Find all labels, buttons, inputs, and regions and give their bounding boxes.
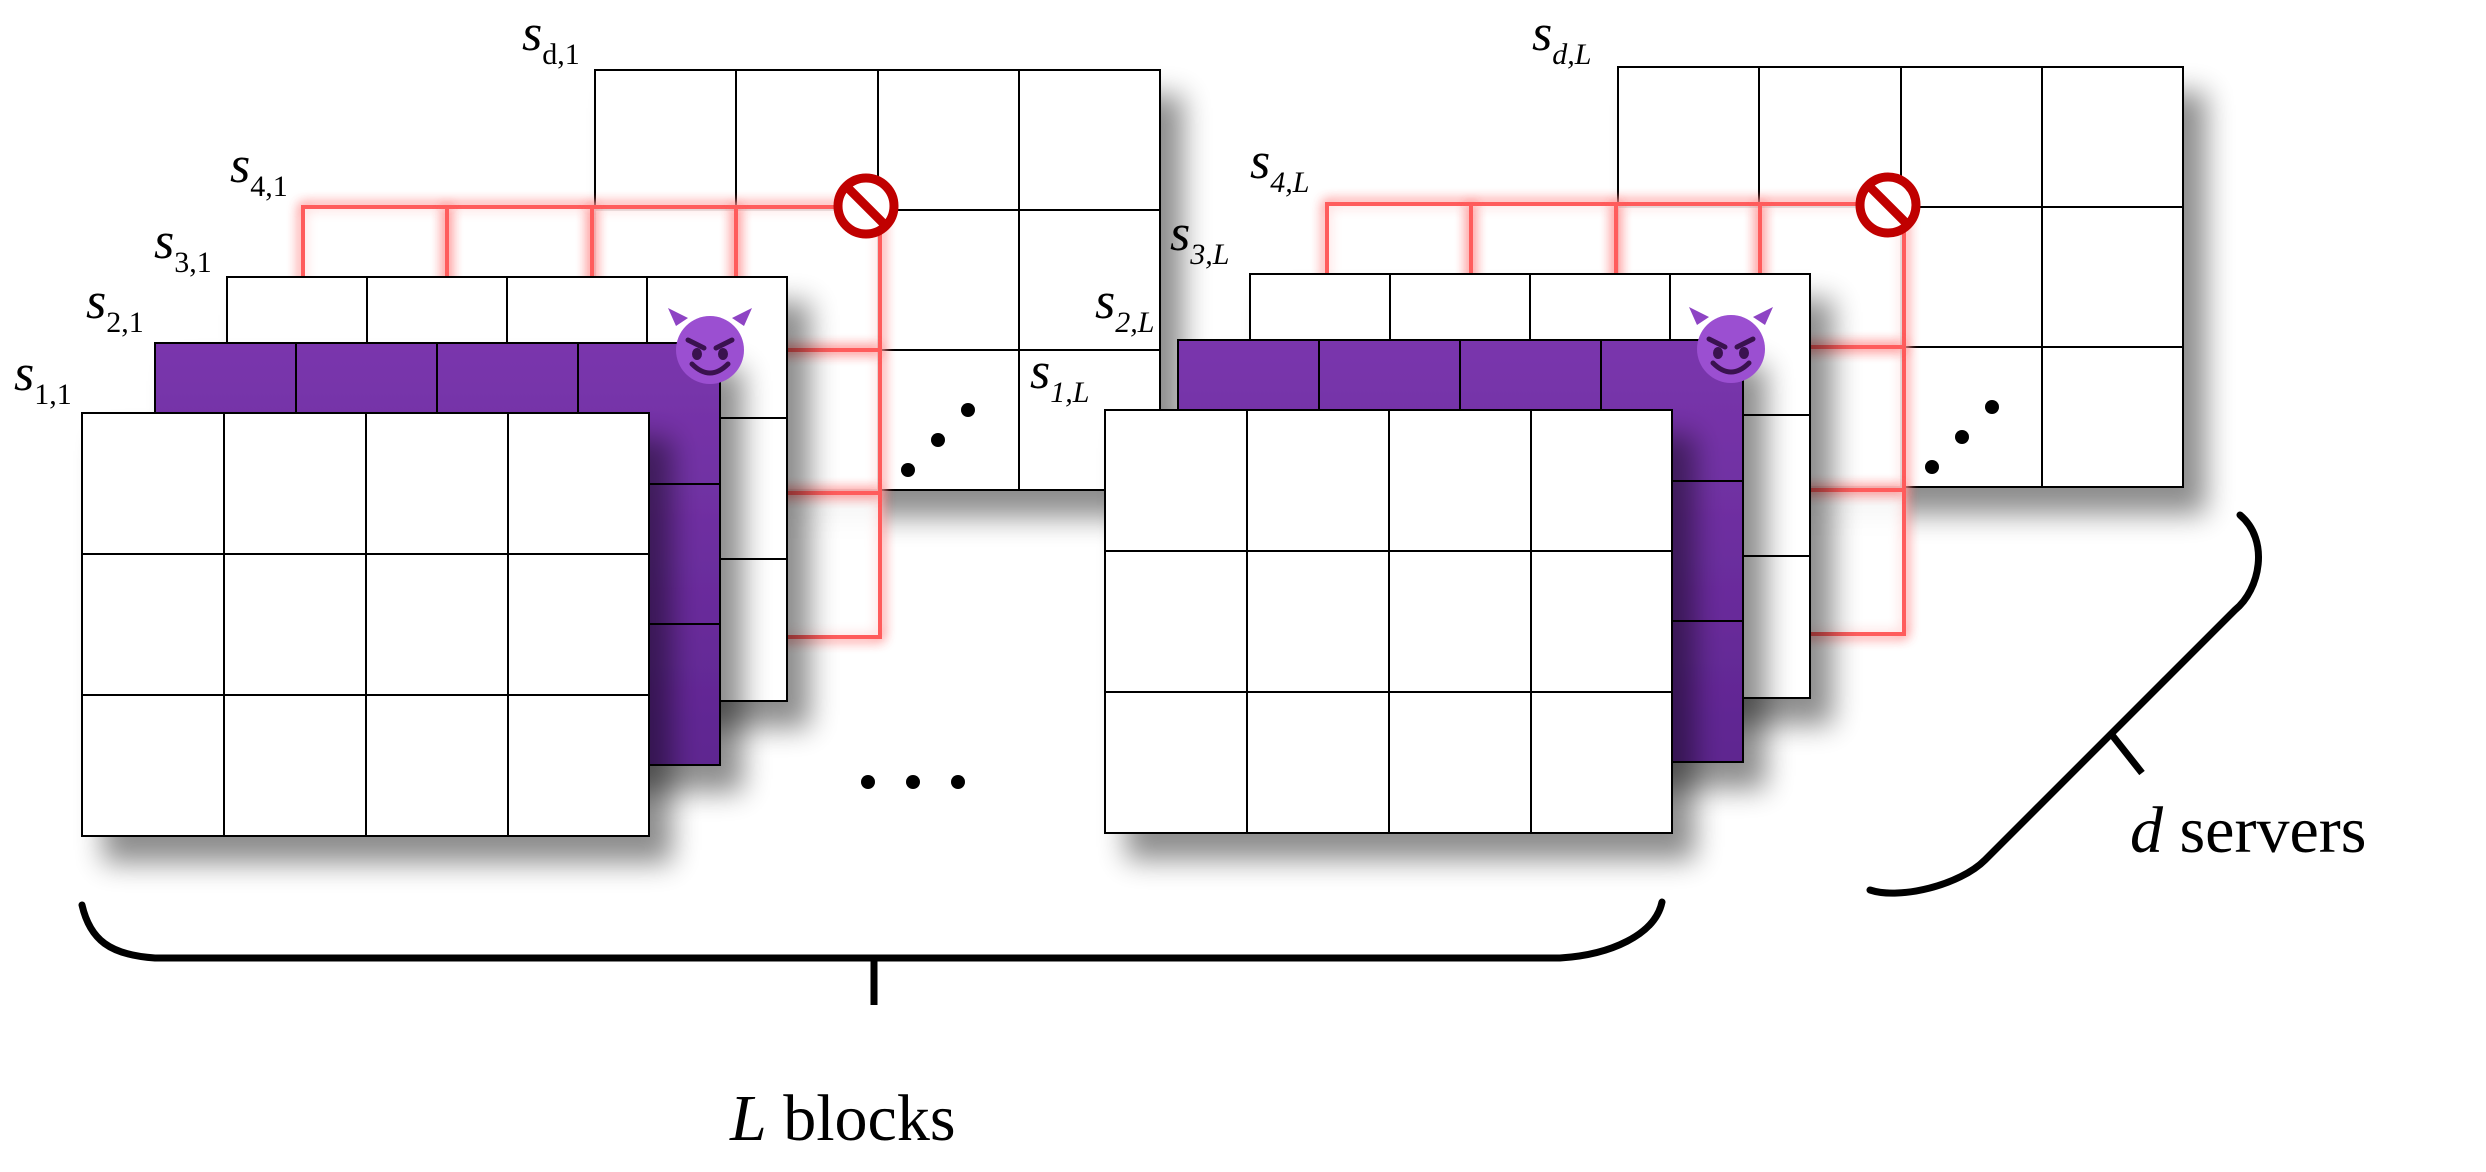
server-grid-1-1 [81,412,650,837]
label-s-3-L: s3,L [1170,205,1229,271]
servers-brace [1866,511,2262,897]
label-s-4-L: s4,L [1250,133,1309,199]
block-1 [81,69,1161,837]
label-s-2-L: s2,L [1095,273,1154,339]
servers-brace-tick [2109,732,2145,776]
no-entry-icon [833,173,899,239]
blocks-brace [78,898,1666,962]
servers-annotation: d servers [2130,794,2366,867]
label-s-3-1: s3,1 [154,213,212,279]
server-grid-1-L [1104,409,1673,834]
label-s-d-1: sd,1 [522,5,580,71]
label-s-d-L: sd,L [1532,5,1591,71]
diagonal-ellipsis [1925,400,1999,474]
server-labels-left: sd,1 s4,1 s3,1 s2,1 s1,1 [14,5,580,411]
label-s-4-1: s4,1 [230,137,288,203]
devil-emoji-icon [1689,307,1773,383]
block-ellipsis [861,775,965,789]
diagonal-ellipsis [901,403,975,477]
label-s-1-L: s1,L [1030,343,1089,409]
label-s-1-1: s1,1 [14,345,72,411]
devil-emoji-icon [668,308,752,384]
server-labels-right: sd,L s4,L s3,L s2,L s1,L [1030,5,1591,409]
label-s-2-1: s2,1 [86,273,144,339]
no-entry-icon [1855,172,1921,238]
blocks-annotation: L blocks [729,1082,956,1155]
block-L [1104,66,2184,834]
